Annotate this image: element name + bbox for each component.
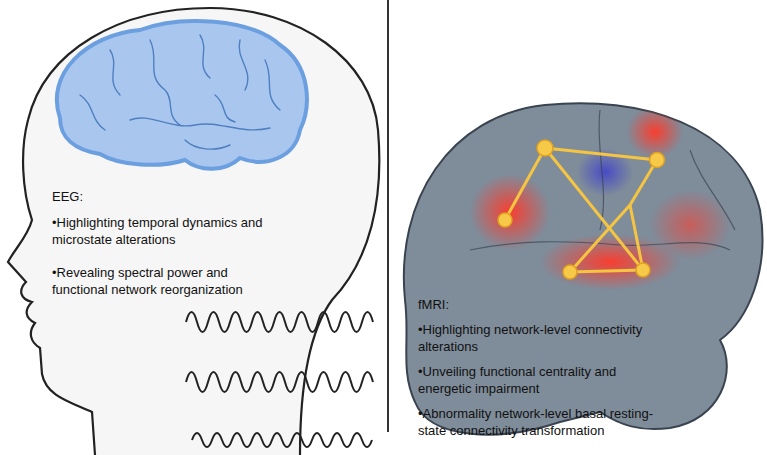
text-block: EEG: •Highlighting temporal dynamics and …: [52, 180, 266, 298]
modality-heading: EEG:: [52, 188, 266, 205]
bullet-text: •Highlighting temporal dynamics and micr…: [52, 214, 266, 248]
bullet-text: •Highlighting network-level connectivity…: [418, 321, 670, 355]
network-lines: [505, 148, 657, 272]
activation-glows: [470, 106, 730, 290]
text-block: fMRI: •Highlighting network-level connect…: [418, 288, 670, 439]
eeg-waves: [186, 312, 373, 447]
brain-folds: [80, 35, 280, 149]
head-outline: [8, 8, 379, 455]
divider-line: [387, 0, 389, 432]
bullet-text: •Revealing spectral power and functional…: [52, 264, 266, 298]
head-silhouette: EEG: •Highlighting temporal dynamics and …: [0, 0, 386, 455]
brain-network: fMRI: •Highlighting network-level connect…: [389, 0, 767, 455]
brain-blue: [57, 21, 307, 169]
brain-sulci: [470, 110, 735, 250]
modality-heading: fMRI:: [418, 296, 670, 313]
network-dots: [498, 140, 665, 279]
brain-gray: [404, 103, 763, 434]
bullet-text: •Abnormality network-level basal resting…: [418, 405, 670, 439]
bullet-text: •Unveiling functional centrality and ene…: [418, 363, 670, 397]
